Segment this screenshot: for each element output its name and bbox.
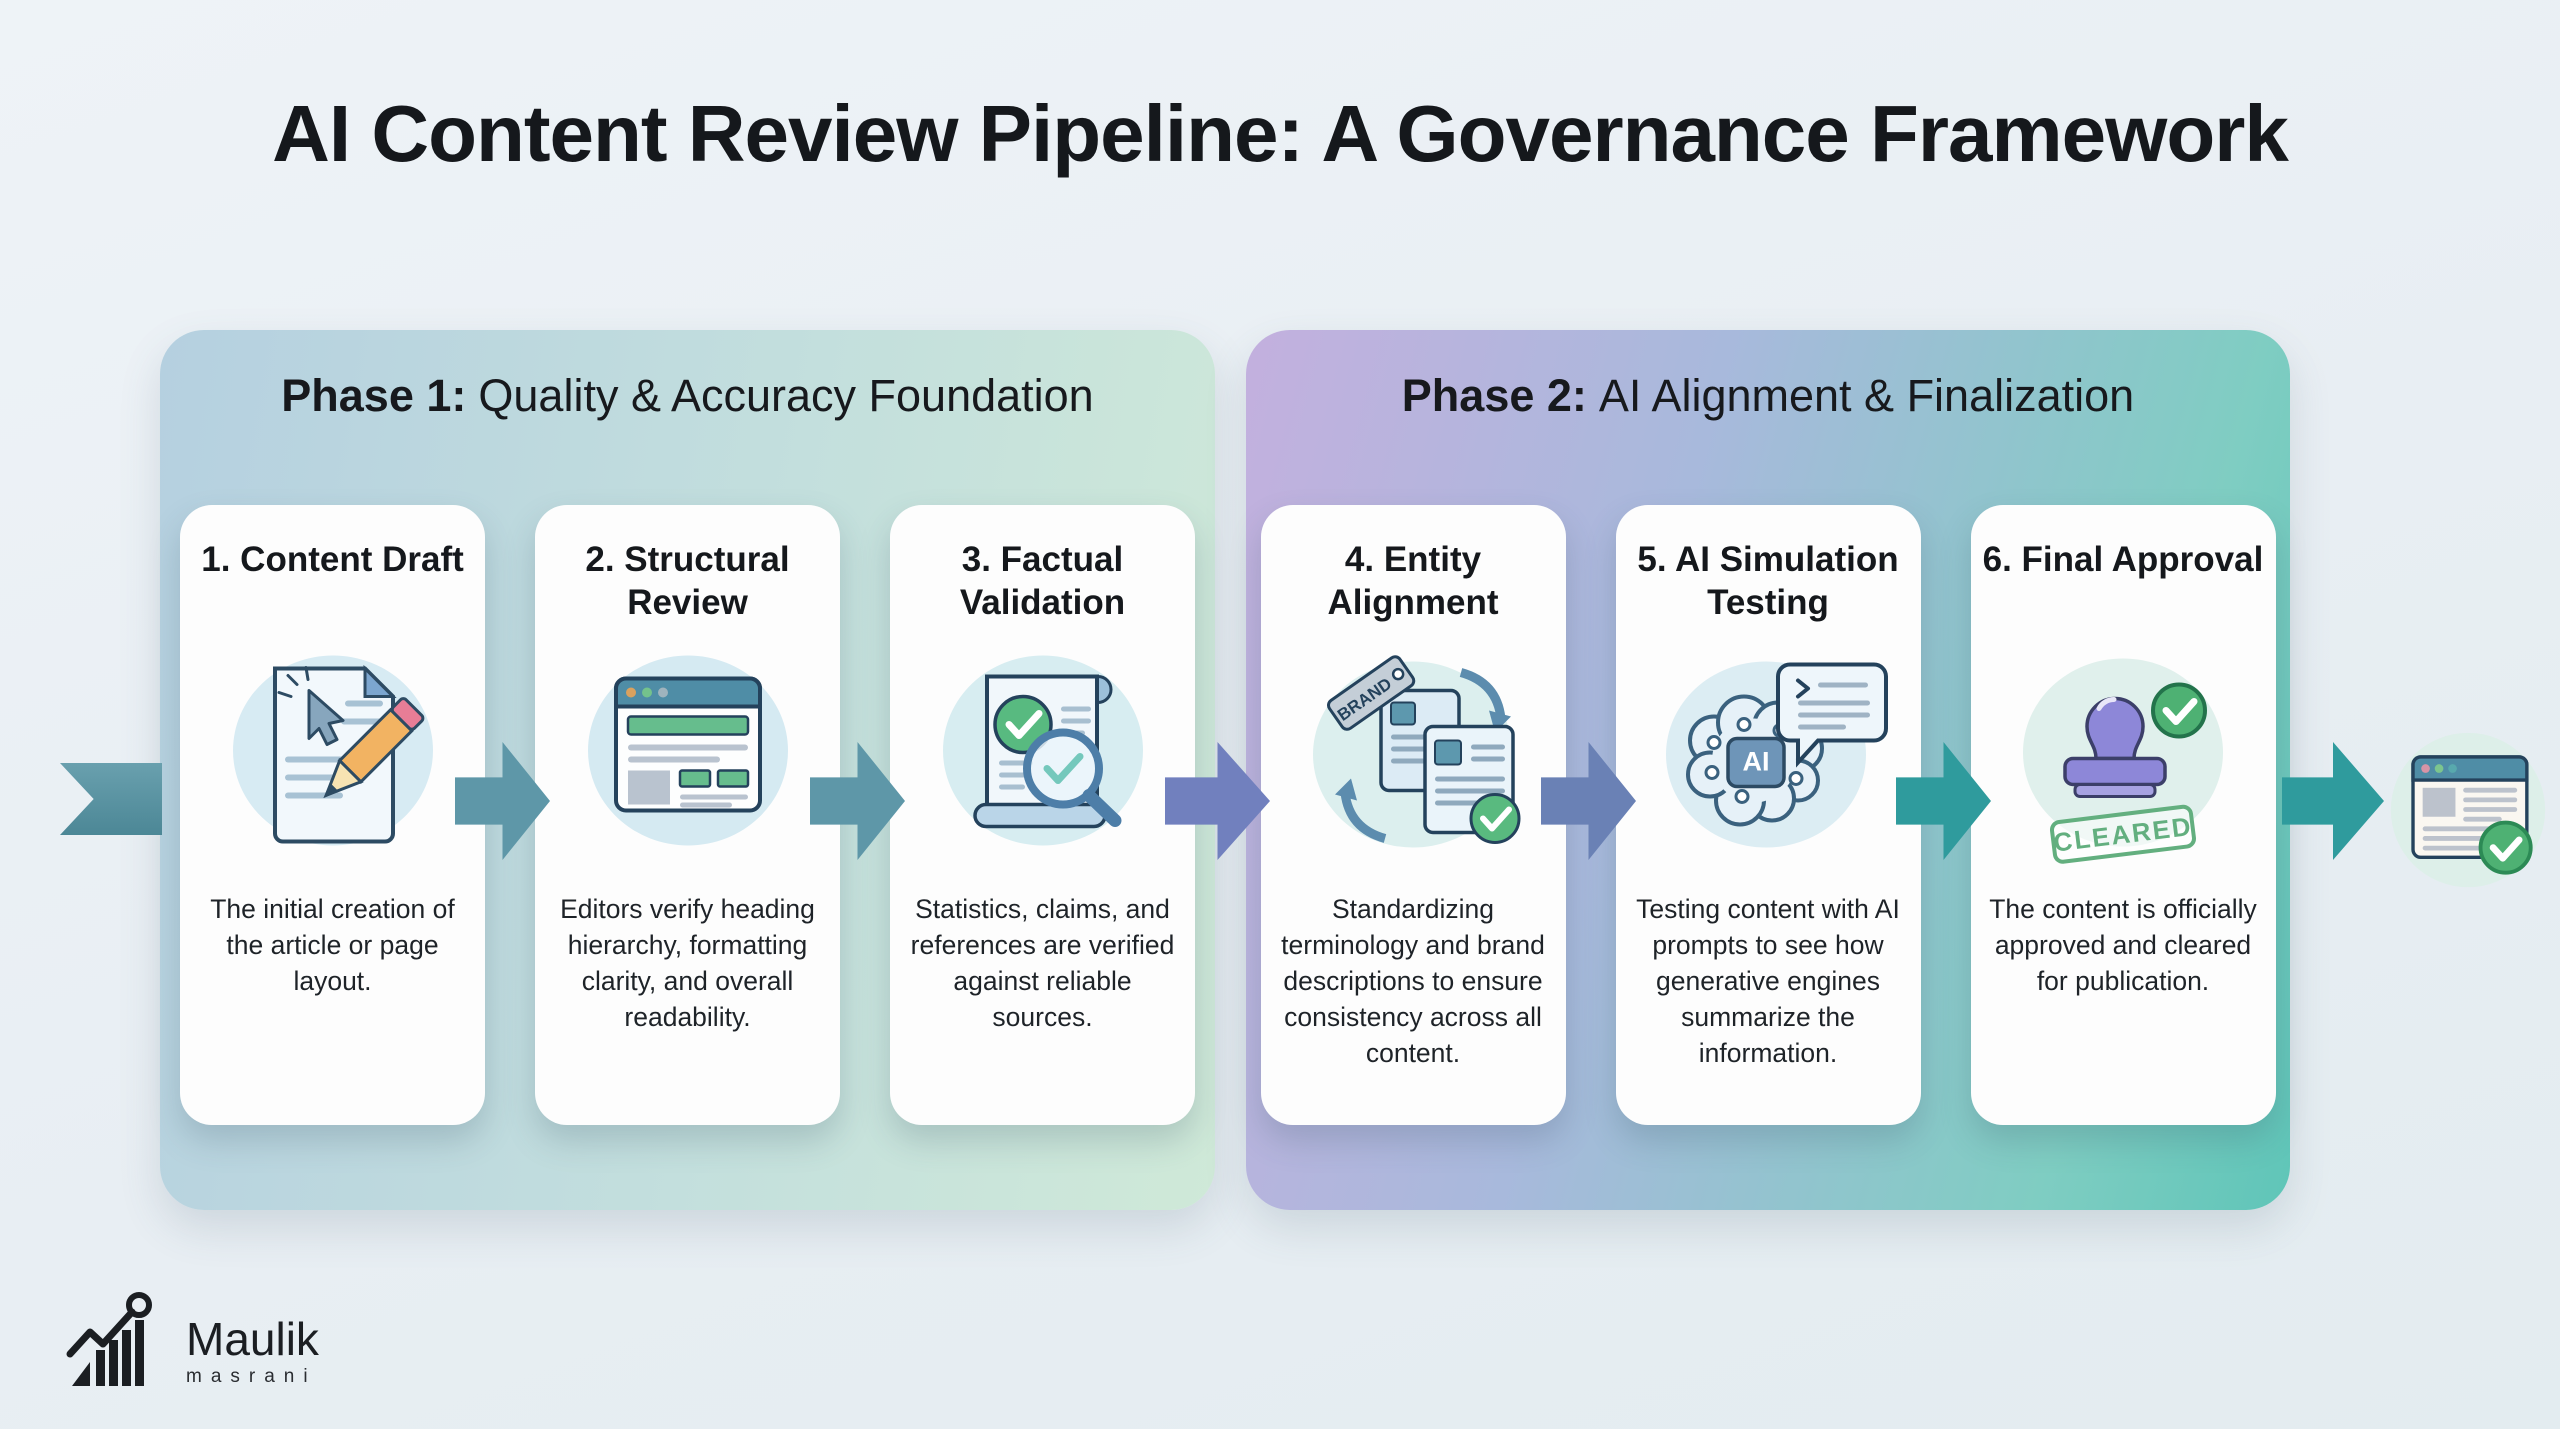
phase-1-header: Phase 1:Quality & Accuracy Foundation <box>160 370 1215 422</box>
documents-sync-brand-tag-icon: BRAND <box>1313 655 1521 848</box>
phase-2-label: Phase 2: <box>1401 370 1587 421</box>
step-title: 4. Entity Alignment <box>1327 540 1499 622</box>
step-title: 5. AI Simulation Testing <box>1637 540 1899 622</box>
document-cursor-pencil-icon <box>232 655 433 846</box>
browser-layout-icon <box>587 655 788 846</box>
step-description: The initial creation of the article or p… <box>210 894 455 997</box>
step-card-final-approval: 6. Final Approval CLEARED <box>1970 505 2276 1125</box>
logo-name: Maulik <box>186 1313 319 1365</box>
phase-2-header: Phase 2:AI Alignment & Finalization <box>1246 370 2290 422</box>
step-description: Statistics, claims, and references are v… <box>910 894 1175 1033</box>
published-page-check-icon <box>2390 732 2546 888</box>
step-description: Testing content with AI prompts to see h… <box>1636 894 1900 1069</box>
phase-1-cards: 1. Content Draft <box>160 505 1215 1125</box>
step-title: 2. Structural Review <box>585 540 790 622</box>
ai-brain-chat-icon: AI <box>1666 661 1888 848</box>
logo: Maulik masrani <box>66 1292 319 1392</box>
step-title: 3. Factual Validation <box>959 540 1126 622</box>
bar-chart-magnifier-icon <box>66 1292 152 1386</box>
logo-tagline: masrani <box>186 1366 317 1387</box>
approval-stamp-icon: CLEARED <box>2023 658 2223 864</box>
step-description: Editors verify heading hierarchy, format… <box>560 894 815 1033</box>
phase-1-subtitle: Quality & Accuracy Foundation <box>478 370 1094 421</box>
step-description: The content is officially approved and c… <box>1989 894 2257 997</box>
phase-1-panel: Phase 1:Quality & Accuracy Foundation 1.… <box>160 330 1215 1210</box>
step-card-factual-validation: 3. Factual Validation <box>890 505 1195 1125</box>
step-card-ai-simulation-testing: 5. AI Simulation Testing <box>1615 505 1921 1125</box>
step-card-content-draft: 1. Content Draft <box>180 505 485 1125</box>
step-title: 6. Final Approval <box>1982 540 2264 579</box>
flow-arrow-entry <box>60 763 162 835</box>
phase-1-label: Phase 1: <box>281 370 467 421</box>
phase-2-subtitle: AI Alignment & Finalization <box>1598 370 2135 421</box>
phase-2-panel: Phase 2:AI Alignment & Finalization 4. E… <box>1246 330 2290 1210</box>
page-title: AI Content Review Pipeline: A Governance… <box>272 89 2289 178</box>
step-card-entity-alignment: 4. Entity Alignment <box>1260 505 1566 1125</box>
phase-2-cards: 4. Entity Alignment <box>1246 505 2290 1125</box>
step-description: Standardizing terminology and brand desc… <box>1281 894 1545 1069</box>
step-card-structural-review: 2. Structural Review <box>535 505 840 1125</box>
ai-chip-label: AI <box>1743 747 1770 777</box>
scroll-magnifier-check-icon <box>942 655 1143 846</box>
flow-arrow-exit <box>2282 742 2384 860</box>
step-title: 1. Content Draft <box>201 540 464 579</box>
